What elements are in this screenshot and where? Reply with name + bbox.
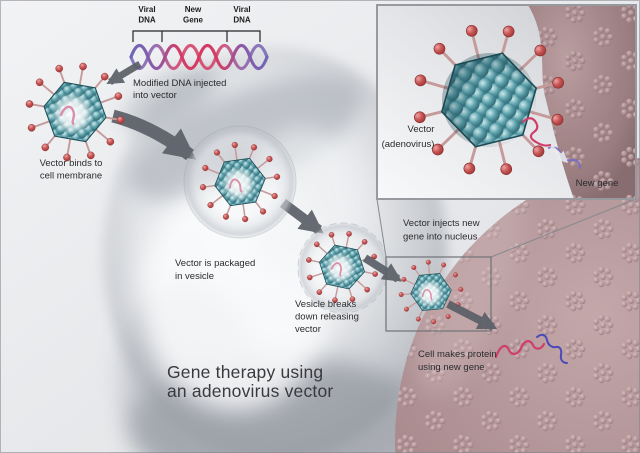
caption-modified-dna-line2: into vector <box>133 90 177 101</box>
segment-label-new-gene-line2: Gene <box>183 16 204 25</box>
segment-bracket <box>132 30 261 42</box>
dna-helix <box>129 43 269 71</box>
inset-label-new-gene: New gene <box>576 178 619 189</box>
inset-panel: Vector (adenovirus) New gene <box>376 4 637 200</box>
label-protein-line2: using new gene <box>418 362 485 373</box>
dna-construct-diagram: Viral DNA New Gene Viral DNA Modified DN… <box>129 5 269 101</box>
segment-label-viral-1-line1: Viral <box>138 5 155 14</box>
new-gene-strand <box>494 333 568 364</box>
vesicle-packaged <box>183 125 297 239</box>
arrow-dna-to-vector <box>106 60 142 86</box>
label-packaged-line2: in vesicle <box>175 271 214 282</box>
label-release-line1: Vesicle breaks <box>295 299 357 310</box>
caption-modified-dna-line1: Modified DNA injected <box>133 78 226 89</box>
label-release-line3: vector <box>295 324 321 335</box>
inset-label-vector-line1: Vector <box>408 124 435 135</box>
label-binds-line1: Vector binds to <box>40 158 103 169</box>
segment-label-new-gene-line1: New <box>185 5 202 14</box>
diagram-title-line1: Gene therapy using <box>167 362 323 382</box>
label-inject-line2: gene into nucleus <box>403 232 478 243</box>
arrow-new-gene-inset <box>549 145 569 163</box>
inset-border <box>376 4 637 200</box>
label-packaged-line1: Vector is packaged <box>175 258 255 269</box>
label-release-line2: down releasing <box>295 312 359 323</box>
inset-label-vector-line2: (adenovirus) <box>382 139 435 150</box>
segment-label-viral-2-line1: Viral <box>233 5 250 14</box>
diagram-title-line2: an adenovirus vector <box>167 381 333 401</box>
nucleus-callout <box>362 254 498 332</box>
segment-label-viral-2-line2: DNA <box>233 16 251 25</box>
inset-nuclear-membrane <box>528 5 636 199</box>
label-inject-line1: Vector injects new <box>403 218 480 229</box>
inset-leader-line-right <box>490 198 637 258</box>
label-protein-line1: Cell makes protein <box>418 349 497 360</box>
arrow-to-protein <box>446 300 498 331</box>
inset-leader-line-left <box>376 198 387 258</box>
callout-box <box>385 256 492 332</box>
segment-label-viral-1-line2: DNA <box>138 16 156 25</box>
arrow-into-nucleus-box <box>362 254 403 283</box>
label-binds-line2: cell membrane <box>40 171 102 182</box>
